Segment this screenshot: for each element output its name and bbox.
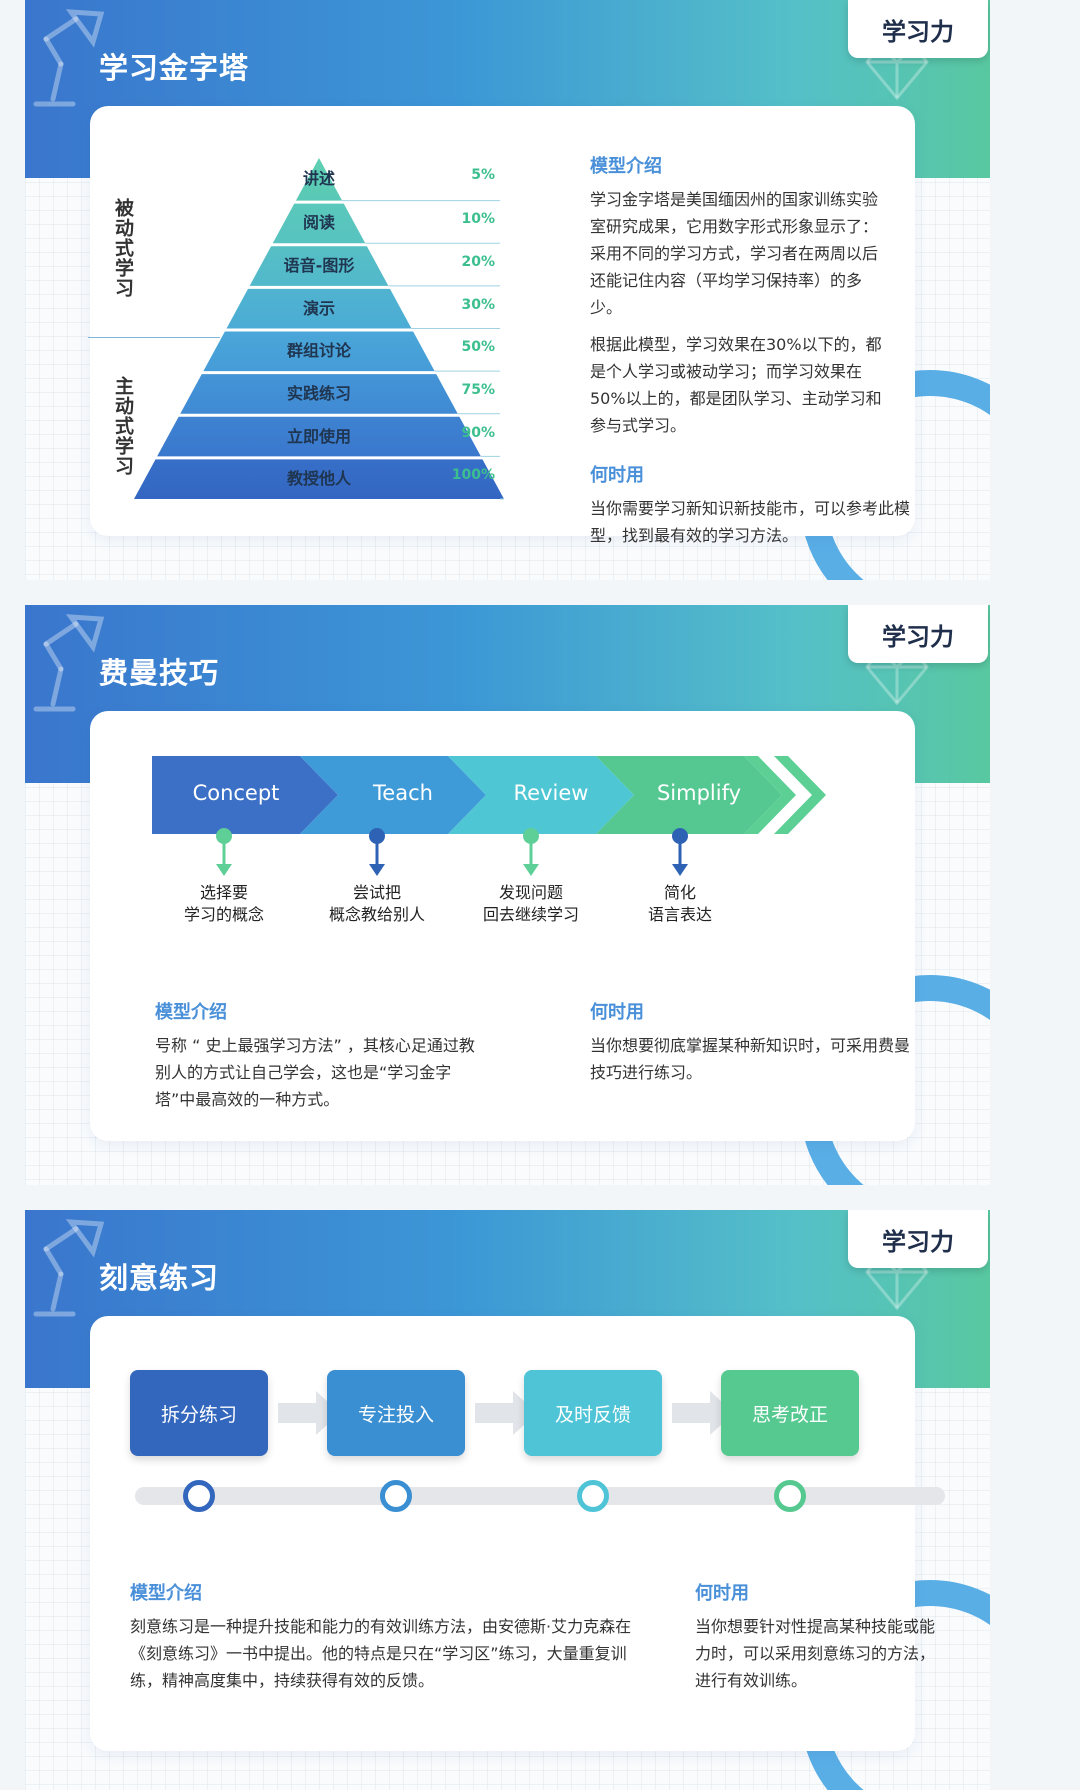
when-to-use: 何时用 当你想要彻底掌握某种新知识时，可采用费曼技巧进行练习。 [590,998,920,1086]
pyramid-level-percent: 90% [461,424,495,441]
pyramid-level-percent: 20% [461,254,495,271]
pyramid-level-percent: 30% [461,296,495,313]
when-paragraph: 当你想要彻底掌握某种新知识时，可采用费曼技巧进行练习。 [590,1036,911,1082]
arrow-right-icon [672,1391,734,1439]
model-intro: 模型介绍 刻意练习是一种提升技能和能力的有效训练方法，由安德斯·艾力克森在《刻意… [130,1579,640,1694]
step-dot [369,828,385,844]
chevron-teach [300,756,486,834]
desk-lamp-icon [33,614,105,712]
slide-title: 刻意练习 [99,1261,220,1295]
chevron-label: Simplify [656,781,742,805]
category-tag: 学习力 [848,0,988,58]
feynman-process-arrow [152,756,826,876]
pyramid-level-label: 讲述 [302,169,335,189]
slide-title: 费曼技巧 [99,656,220,690]
chevron-right-icon [744,756,796,834]
slide-feynman: 费曼技巧 学习力 Concept 选择要 学习的概念 Teach 尝试把 概念教给别人… [25,605,990,1185]
when-heading: 何时用 [695,1583,749,1604]
learning-pyramid: 讲述 5% 阅读 10% 语音-图形 20% 演示 30% 群组讨论 50% 实践练习 75% 立即使用… [88,106,550,536]
step-dot [523,828,539,844]
progress-node [774,1480,806,1512]
arrow-down-icon [216,864,232,876]
content-card: Concept 选择要 学习的概念 Teach 尝试把 概念教给别人 Review 发现问… [90,711,915,1141]
step-dot [216,828,232,844]
progress-node [183,1480,215,1512]
when-to-use: 何时用 当你想要针对性提高某种技能或能力时，可以采用刻意练习的方法，进行有效训练… [695,1579,935,1694]
chevron-right-icon [774,756,826,834]
slide-learning-pyramid: 学习金字塔 学习力 讲述 5% 阅读 10% 语音-图形 20% 演示 30% 群组讨论 50% 实… [25,0,990,580]
pyramid-level-2 [272,203,366,244]
practice-step-box: 拆分练习 [130,1370,268,1456]
arrow-down-icon [369,864,385,876]
arrow-right-icon [475,1391,537,1439]
intro-paragraph-2: 根据此模型，学习效果在30%以下的，都是个人学习或被动学习；而学习效果在50%以… [590,335,882,435]
pyramid-shape [134,158,504,500]
when-paragraph: 当你想要针对性提高某种技能或能力时，可以采用刻意练习的方法，进行有效训练。 [695,1617,936,1690]
chevron-concept [152,756,338,834]
pyramid-level-1 [295,158,343,201]
chevron-label: Concept [192,781,280,805]
chevron-simplify [596,756,782,834]
chevron-label: Review [513,781,589,805]
practice-step-box: 专注投入 [327,1370,465,1456]
category-tag: 学习力 [848,605,988,663]
pyramid-level-label: 实践练习 [286,383,351,403]
passive-active-divider [88,337,220,338]
progress-node [380,1480,412,1512]
intro-paragraph-1: 学习金字塔是美国缅因州的国家训练实验室研究成果，它用数字形式形象显示了：采用不同… [590,190,879,317]
when-heading: 何时用 [590,465,644,486]
pyramid-level-label: 群组讨论 [286,341,351,361]
pyramid-level-label: 演示 [302,298,335,318]
when-heading: 何时用 [590,1002,644,1023]
stage-description: 尝试把 概念教给别人 [328,883,425,924]
arrow-right-icon [278,1391,340,1439]
pyramid-level-4 [226,288,412,329]
pyramid-level-6 [180,374,458,414]
model-intro: 模型介绍 学习金字塔是美国缅因州的国家训练实验室研究成果，它用数字形式形象显示了… [590,152,910,549]
pyramid-level-label: 教授他人 [286,469,351,489]
passive-learning-label: 被动式学习 [112,198,134,298]
intro-heading: 模型介绍 [130,1583,202,1604]
intro-paragraph: 刻意练习是一种提升技能和能力的有效训练方法，由安德斯·艾力克森在《刻意练习》一书… [130,1617,632,1690]
chevron-review [448,756,634,834]
progress-node [577,1480,609,1512]
chevron-label: Teach [373,781,433,805]
category-tag: 学习力 [848,1210,988,1268]
pyramid-level-label: 语音-图形 [283,256,355,276]
stage-description: 简化 语言表达 [647,883,712,924]
stage-description: 选择要 学习的概念 [183,883,264,924]
slide-deliberate-practice: 刻意练习 学习力 拆分练习专注投入及时反馈思考改正 模型介绍 刻意练习是一种提升… [25,1210,990,1790]
pyramid-level-percent: 10% [461,211,495,228]
when-paragraph: 当你需要学习新知识新技能市，可以参考此模型，找到最有效的学习方法。 [590,499,911,545]
practice-step-box: 思考改正 [721,1370,859,1456]
intro-paragraph: 号称 “ 史上最强学习方法” ，其核心足通过教别人的方式让自己学会，这也是“学习… [155,1036,475,1109]
active-learning-label: 主动式学习 [112,376,134,476]
pyramid-level-label: 阅读 [302,213,335,233]
practice-step-box: 及时反馈 [524,1370,662,1456]
pyramid-level-percent: 5% [471,167,495,184]
pyramid-level-5 [203,331,435,372]
content-card: 讲述 5% 阅读 10% 语音-图形 20% 演示 30% 群组讨论 50% 实践练习 75% 立即使用… [88,106,915,545]
pyramid-level-3 [249,246,389,286]
stage-description: 发现问题 回去继续学习 [482,883,579,924]
pyramid-level-7 [157,416,481,457]
desk-lamp-icon [33,9,105,107]
pyramid-level-percent: 100% [451,467,495,484]
progress-track [135,1487,945,1505]
arrow-down-icon [672,864,688,876]
intro-heading: 模型介绍 [590,156,662,177]
step-dot [672,828,688,844]
arrow-down-icon [523,864,539,876]
desk-lamp-icon [33,1219,105,1317]
pyramid-level-percent: 50% [461,339,495,356]
intro-heading: 模型介绍 [155,1002,227,1023]
slide-title: 学习金字塔 [99,51,250,85]
content-card: 拆分练习专注投入及时反馈思考改正 模型介绍 刻意练习是一种提升技能和能力的有效训… [90,1316,945,1751]
model-intro: 模型介绍 号称 “ 史上最强学习方法” ，其核心足通过教别人的方式让自己学会，这… [155,998,485,1113]
pyramid-level-8 [134,459,504,499]
pyramid-level-label: 立即使用 [286,426,351,446]
pyramid-level-percent: 75% [461,381,495,398]
